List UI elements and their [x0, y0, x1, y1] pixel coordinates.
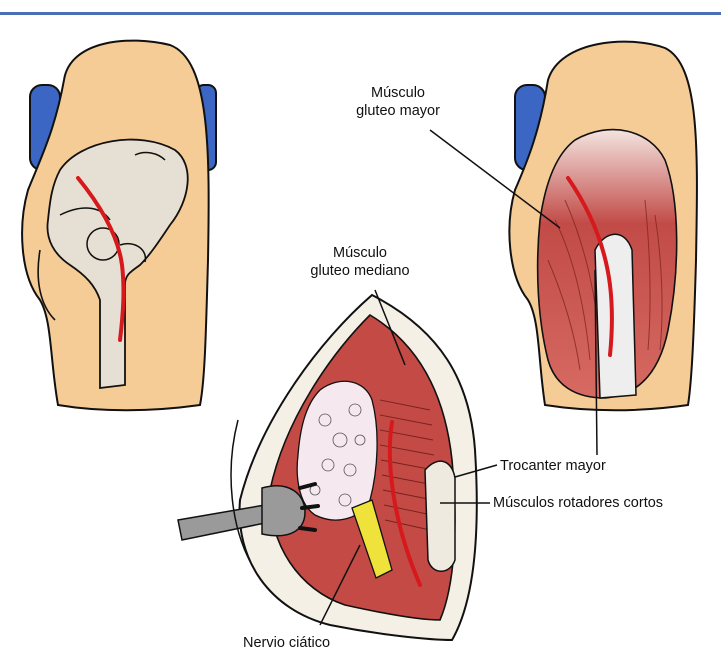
label-gluteus-maximus: Músculo gluteo mayor [338, 84, 458, 120]
label-gluteus-medius: Músculo gluteo mediano [300, 244, 420, 280]
greater-trochanter [425, 461, 455, 571]
label-short-rotators: Músculos rotadores cortos [493, 494, 663, 512]
right-hip-figure [509, 42, 696, 411]
label-sciatic-nerve: Nervio ciático [243, 634, 330, 652]
label-greater-trochanter: Trocanter mayor [500, 457, 606, 475]
surgical-field-figure [178, 295, 477, 640]
label-gluteus-medius-line2: gluteo mediano [300, 262, 420, 280]
label-gluteus-maximus-line1: Músculo [338, 84, 458, 102]
left-hip-figure [22, 41, 216, 411]
femur-exposure [595, 234, 636, 398]
label-gluteus-maximus-line2: gluteo mayor [338, 102, 458, 120]
label-gluteus-medius-line1: Músculo [300, 244, 420, 262]
